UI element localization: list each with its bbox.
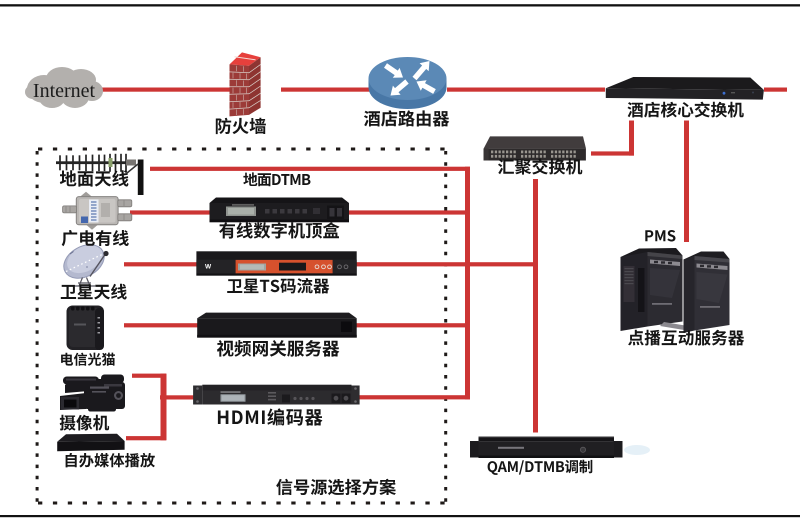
- svg-text:W: W: [205, 264, 212, 271]
- svg-text:Internet: Internet: [33, 80, 96, 102]
